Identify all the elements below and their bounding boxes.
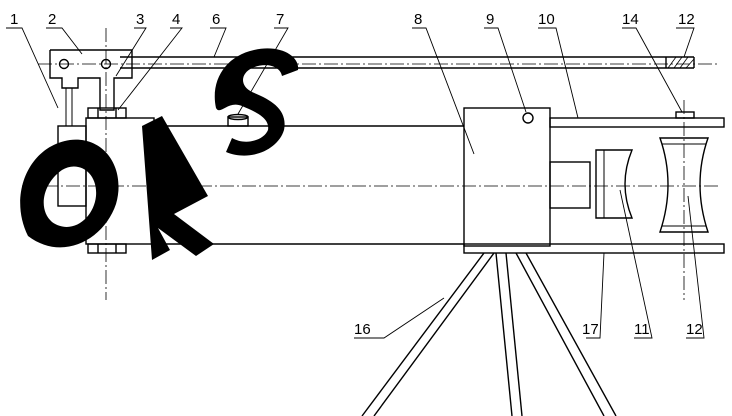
label-11: 11 xyxy=(634,321,650,338)
label-10: 10 xyxy=(538,11,555,28)
bracket-hole-right xyxy=(100,58,112,70)
upper-side-rail xyxy=(549,117,725,128)
tripod xyxy=(361,252,617,416)
label-14: 14 xyxy=(622,11,639,28)
label-2: 2 xyxy=(48,11,56,28)
lower-side-rail xyxy=(463,243,725,254)
rail-end-hatch xyxy=(665,56,695,69)
carriage-block xyxy=(463,107,551,247)
lens-12 xyxy=(659,137,709,233)
label-8: 8 xyxy=(414,11,422,28)
label-9: 9 xyxy=(486,11,494,28)
label-4: 4 xyxy=(172,11,180,28)
top-rail xyxy=(120,56,695,69)
label-1: 1 xyxy=(10,11,18,28)
label-12-bottom: 12 xyxy=(686,321,703,338)
mounting-bracket xyxy=(49,49,133,126)
label-16: 16 xyxy=(354,321,371,338)
objective-tube xyxy=(549,161,591,209)
watermark-logo xyxy=(20,48,299,260)
carriage-screw xyxy=(522,112,534,124)
label-12-top: 12 xyxy=(678,11,695,28)
rail-screw-14 xyxy=(675,111,695,119)
bracket-hole-left xyxy=(58,58,70,70)
lens-11 xyxy=(595,149,634,219)
screw-knob xyxy=(227,113,249,127)
leader-lines xyxy=(6,27,705,339)
label-17: 17 xyxy=(582,321,599,338)
label-7: 7 xyxy=(276,11,284,28)
label-6: 6 xyxy=(212,11,220,28)
label-3: 3 xyxy=(136,11,144,28)
